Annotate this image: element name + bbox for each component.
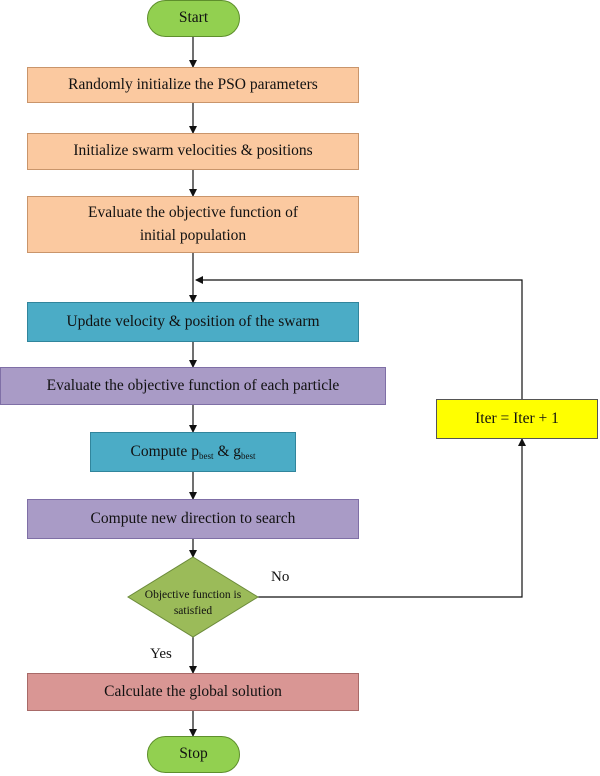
compute-best-box: Compute pbest & gbest [90, 432, 296, 472]
init-params-box: Randomly initialize the PSO parameters [27, 67, 359, 103]
stop-terminal: Stop [147, 736, 240, 773]
iter-increment-box: Iter = Iter + 1 [436, 399, 598, 439]
init-swarm-box: Initialize swarm velocities & positions [27, 133, 359, 170]
global-solution-box: Calculate the global solution [27, 673, 359, 711]
decision-diamond [127, 556, 259, 638]
arrow-no-to-iter [258, 438, 526, 598]
compute-best-label: Compute pbest & gbest [130, 442, 256, 461]
no-label: No [271, 569, 290, 585]
arrow-iter-loop-back [195, 276, 523, 399]
update-swarm-box: Update velocity & position of the swarm [27, 302, 359, 342]
start-terminal: Start [147, 0, 240, 37]
eval-initial-box: Evaluate the objective function of initi… [27, 196, 359, 253]
eval-each-box: Evaluate the objective function of each … [0, 367, 386, 405]
decision-label: Objective function is satisfied [144, 589, 242, 617]
new-direction-box: Compute new direction to search [27, 499, 359, 539]
yes-label: Yes [150, 646, 172, 662]
